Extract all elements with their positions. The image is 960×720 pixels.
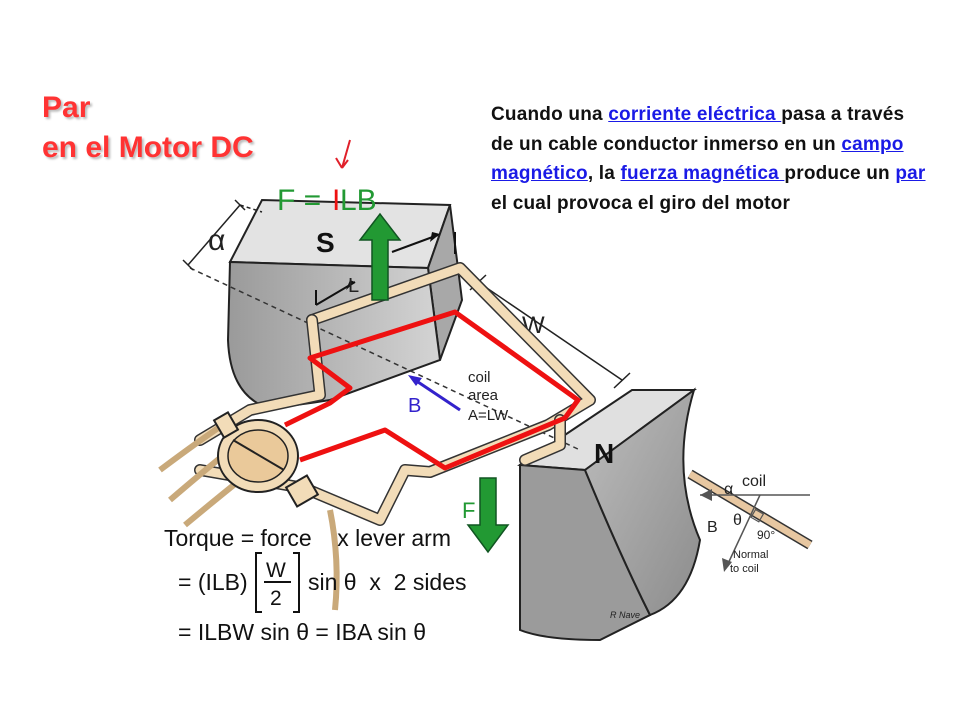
l-arrow xyxy=(315,280,356,306)
alpha-label: α xyxy=(208,224,225,257)
force-arrow-down xyxy=(466,477,510,554)
inset-90-label: 90° xyxy=(757,528,775,542)
l-label: L xyxy=(348,275,359,297)
description-paragraph: Cuando una corriente eléctrica pasa a tr… xyxy=(491,100,931,218)
title-line-1: Par xyxy=(42,91,91,124)
coil-area-label-3: A=LW xyxy=(468,407,509,424)
link-fuerza-magnetica[interactable]: fuerza magnética xyxy=(620,163,785,184)
title-line-2: en el Motor DC xyxy=(42,131,254,164)
link-corriente-electrica[interactable]: corriente eléctrica xyxy=(608,104,782,125)
force-eq-i: I xyxy=(332,184,340,217)
coil-area-label-2: area xyxy=(468,387,499,404)
inset-normal-label-2: to coil xyxy=(730,563,759,575)
force-arrow-up xyxy=(358,212,402,301)
desc-text-4: produce un xyxy=(784,163,896,184)
coil-area-label-1: coil xyxy=(468,369,491,386)
b-field-arrow xyxy=(408,375,461,412)
torque-formula-line-2a: = (ILB) xyxy=(178,569,248,595)
annotation-mark xyxy=(335,139,351,169)
link-campo-magnetico[interactable]: campo magnético xyxy=(491,133,904,185)
l-arrow-top xyxy=(391,232,456,254)
f-label: F xyxy=(462,498,475,523)
desc-text-5: el cual provoca el giro del motor xyxy=(491,192,791,214)
inset-coil-label: coil xyxy=(742,473,766,490)
torque-fraction-numerator: W xyxy=(266,559,286,582)
commutator xyxy=(158,410,340,611)
slide-title: Par en el Motor DC xyxy=(42,88,254,168)
north-magnet xyxy=(517,387,702,642)
current-loop xyxy=(283,309,581,471)
desc-text-2: pasa a través de un cable conductor inme… xyxy=(491,104,905,155)
torque-formula-line-3: = ILBW sin θ = IBA sin θ xyxy=(178,619,426,645)
alpha-dimension xyxy=(182,199,263,271)
torque-fraction-brackets xyxy=(255,552,300,613)
w-dimension xyxy=(469,274,631,389)
link-par[interactable]: par xyxy=(895,163,926,184)
inset-normal-label-1: Normal xyxy=(733,549,768,561)
torque-fraction-denominator: 2 xyxy=(270,587,282,610)
south-pole-label: S xyxy=(316,227,335,258)
credit-label: R Nave xyxy=(610,610,640,620)
inset-alpha-label: α xyxy=(724,481,733,498)
desc-text-1: Cuando una xyxy=(491,104,609,125)
torque-formula-line-2b: sin θ x 2 sides xyxy=(308,569,467,595)
north-pole-label: N xyxy=(594,438,614,469)
force-eq-lb: LB xyxy=(340,184,377,217)
b-label: B xyxy=(408,395,421,417)
force-eq-f: F = xyxy=(277,184,321,217)
inset-b-label: B xyxy=(707,519,718,536)
torque-formula-line-1: Torque = force x lever arm xyxy=(164,525,451,551)
inset-theta-label: θ xyxy=(733,512,742,529)
inset-angle-diagram xyxy=(687,469,813,572)
desc-text-3: , la xyxy=(587,163,621,184)
